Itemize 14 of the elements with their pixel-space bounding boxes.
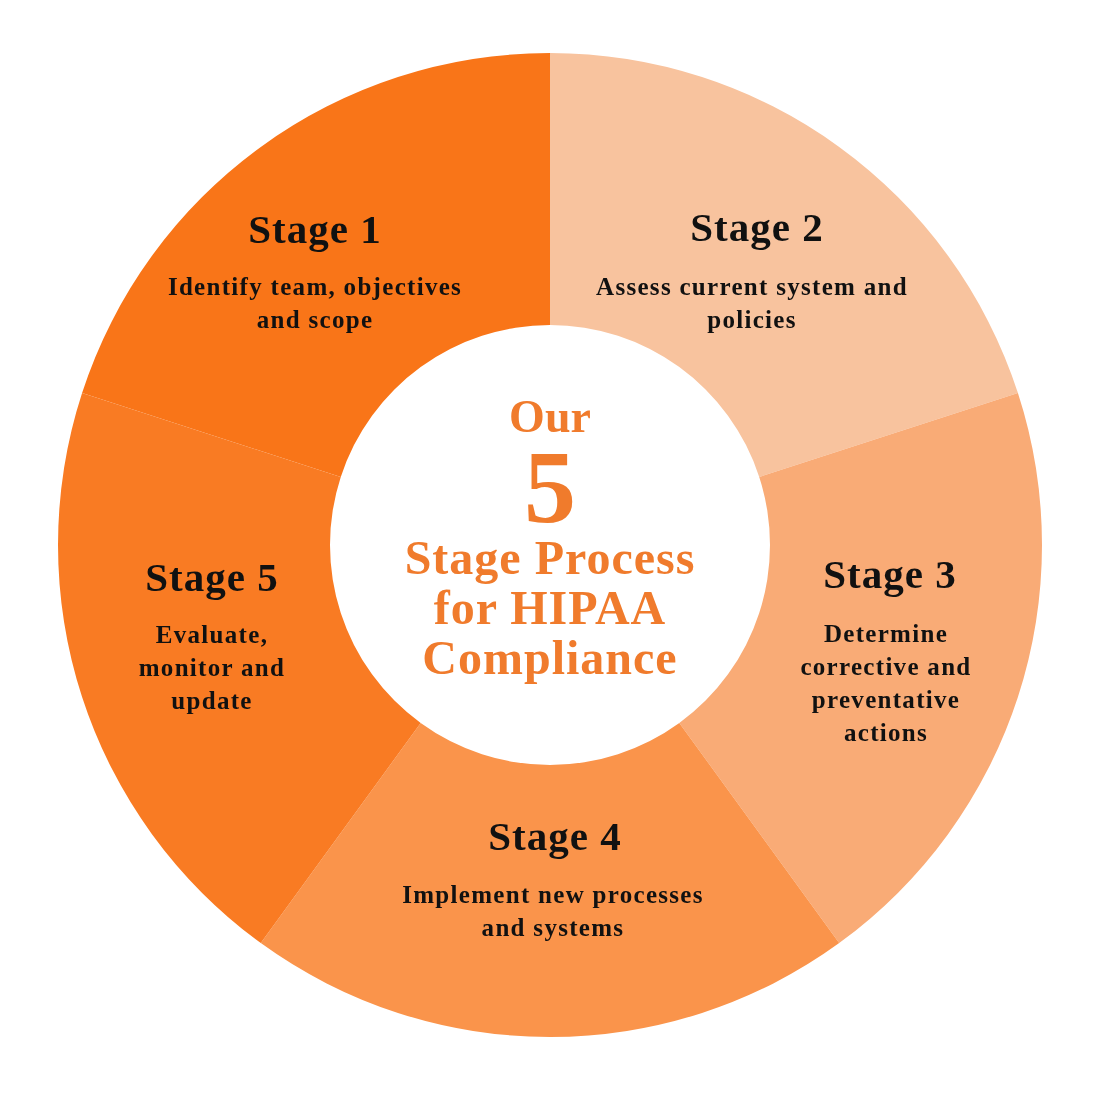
center-title: Stage Process for HIPAA Compliance (403, 533, 697, 683)
stage-description: Assess current system and policies (595, 272, 909, 335)
stage-description: Identify team, objectives and scope (166, 272, 464, 335)
stage-description: Implement new processes and systems (401, 880, 705, 943)
stage-heading: Stage 4 (487, 812, 623, 860)
ring-segment (260, 722, 840, 1037)
stage-heading: Stage 2 (689, 203, 825, 251)
center-number: 5 (524, 441, 576, 533)
stage-description: Evaluate, monitor and update (137, 620, 287, 716)
stage-heading: Stage 1 (247, 205, 383, 253)
stage-description: Determine corrective and preventative actions (799, 619, 973, 748)
center-heading: Our (509, 393, 591, 441)
stage-heading: Stage 5 (144, 553, 280, 601)
stage-heading: Stage 3 (822, 550, 958, 598)
